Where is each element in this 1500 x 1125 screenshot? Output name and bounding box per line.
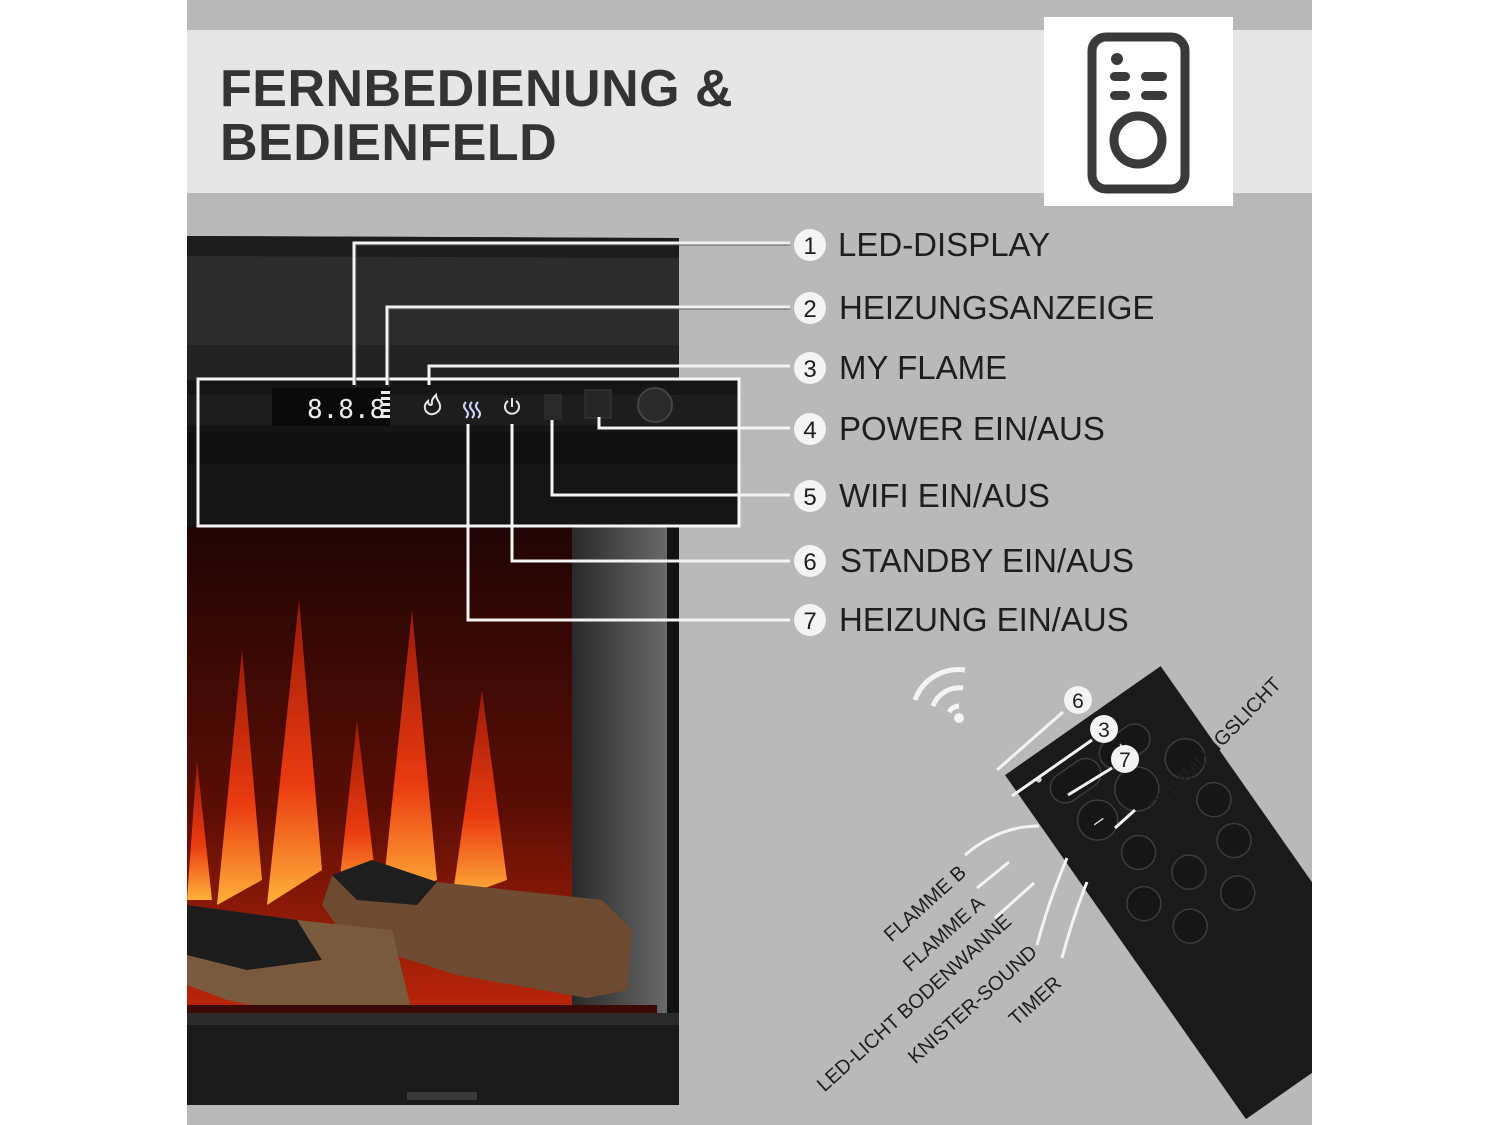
callout-label-6: STANDBY EIN/AUS — [840, 542, 1135, 579]
sensor-icon — [637, 387, 673, 423]
remote-mood-light-button[interactable] — [1190, 776, 1237, 823]
remote-marker-3: 3 — [1098, 719, 1110, 742]
callout-number-1: 1 — [803, 233, 816, 260]
my-flame-button[interactable] — [423, 392, 442, 416]
callout-markers: 1 2 3 4 5 6 7 — [794, 229, 826, 636]
remote-leader-lines — [964, 710, 1137, 959]
callout-number-4: 4 — [803, 417, 816, 444]
remote-extra-button[interactable] — [1210, 817, 1257, 864]
remote-control-icon — [1087, 32, 1190, 194]
wifi-button[interactable] — [544, 394, 562, 420]
led-display — [272, 388, 390, 426]
callout-number-7: 7 — [803, 608, 816, 635]
remote-flame-b-button[interactable] — [1115, 829, 1162, 876]
remote-heating-button[interactable] — [1157, 731, 1213, 787]
flames — [187, 600, 507, 905]
remote-marker-6: 6 — [1072, 690, 1084, 713]
callout-number-5: 5 — [803, 484, 816, 511]
callout-label-5: WIFI EIN/AUS — [839, 477, 1050, 514]
wifi-signal-icon — [912, 667, 966, 723]
remote-minus-button[interactable] — [1070, 792, 1126, 848]
remote-flame-a-button[interactable] — [1120, 880, 1167, 927]
remote-marker-7: 7 — [1119, 749, 1131, 772]
callout-label-7: HEIZUNG EIN/AUS — [839, 601, 1129, 638]
leader-lines — [352, 241, 790, 622]
page-title: FERNBEDIENUNG & BEDIENFELD — [220, 62, 733, 170]
standby-button[interactable] — [504, 398, 520, 415]
remote-timer-button[interactable] — [1214, 869, 1261, 916]
power-button[interactable] — [584, 389, 612, 419]
callout-number-2: 2 — [803, 296, 816, 323]
led-display-digits: 8.8.8 — [307, 395, 385, 425]
remote-icon-box — [1044, 17, 1233, 206]
remote-control: + – — [1005, 666, 1312, 1120]
callout-label-2: HEIZUNGSANZEIGE — [839, 289, 1155, 326]
callout-label-1: LED-DISPLAY — [838, 226, 1051, 263]
callout-number-3: 3 — [803, 356, 816, 383]
title-line-1: FERNBEDIENUNG & — [220, 60, 734, 118]
fireplace-scene: 8.8.8 — [187, 229, 1312, 1120]
remote-sound-button[interactable] — [1165, 848, 1212, 895]
callout-number-6: 6 — [803, 549, 816, 576]
fireplace: 8.8.8 — [187, 236, 741, 1105]
remote-standby-button[interactable] — [1044, 753, 1106, 809]
callout-label-3: MY FLAME — [839, 349, 1008, 386]
title-line-2: BEDIENFELD — [220, 114, 558, 172]
callout-label-4: POWER EIN/AUS — [839, 410, 1105, 447]
remote-base-light-button[interactable] — [1167, 903, 1214, 950]
heating-button[interactable] — [463, 401, 481, 419]
product-panel: FERNBEDIENUNG & BEDIENFELD — [187, 0, 1312, 1125]
